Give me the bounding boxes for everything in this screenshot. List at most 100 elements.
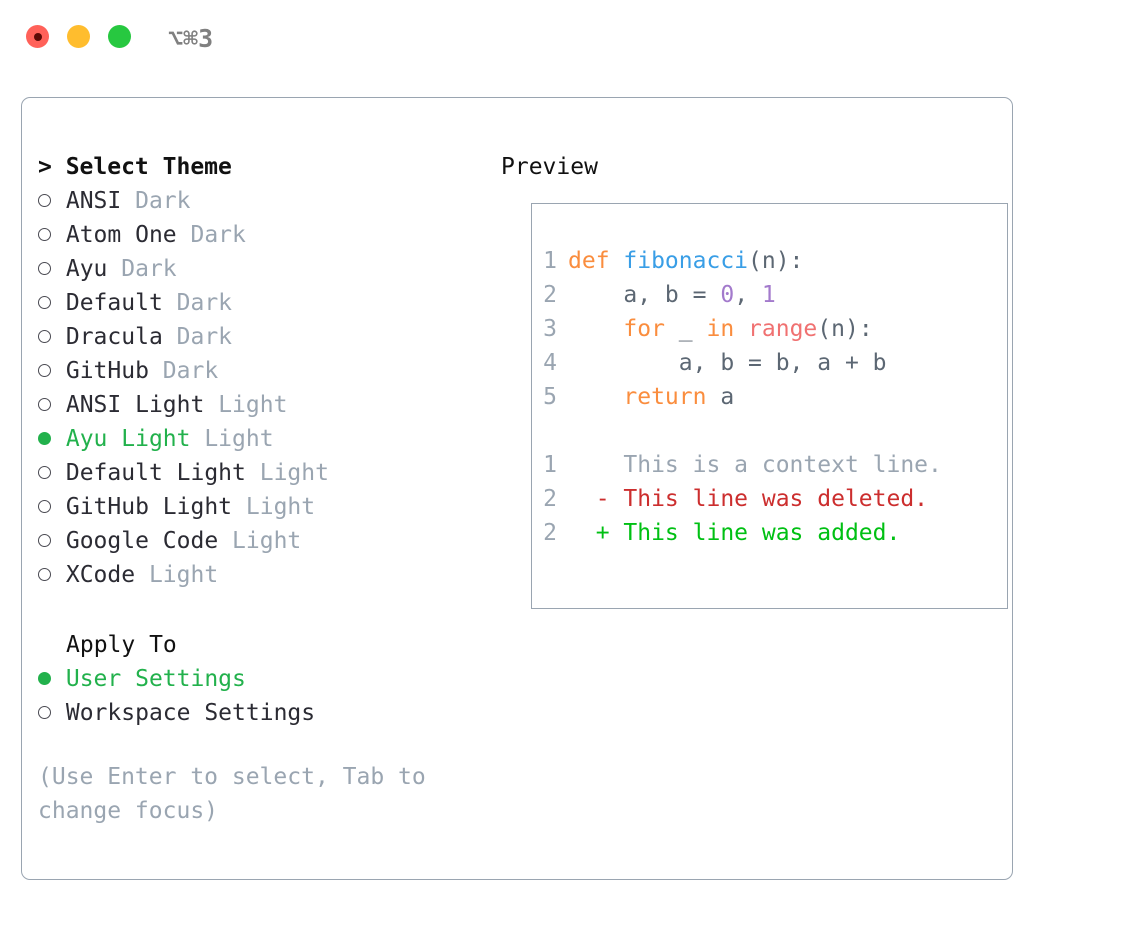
theme-variant-label: Dark — [107, 256, 177, 282]
theme-option-label: Ayu — [65, 256, 108, 282]
radio-unselected-icon — [38, 456, 52, 490]
theme-list: ANSI Dark Atom One Dark Ayu Dark Default… — [38, 184, 468, 592]
code-line-number: 2 — [543, 282, 557, 308]
radio-selected-icon — [38, 422, 52, 456]
theme-option-4[interactable]: Dracula Dark — [38, 320, 468, 354]
theme-option-9[interactable]: GitHub Light Light — [38, 490, 468, 524]
title-bar: ⌥⌘3 — [0, 0, 1140, 78]
diff-line-text: + This line was added. — [568, 520, 901, 546]
radio-unselected-icon — [38, 252, 52, 286]
code-line-number: 3 — [543, 316, 557, 342]
theme-variant-label: Light — [245, 460, 329, 486]
diff-line-number: 1 — [543, 452, 557, 478]
theme-picker-panel: > Select Theme ANSI Dark Atom One Dark A… — [21, 97, 1013, 880]
code-token: 1 — [761, 282, 776, 308]
code-line: 4 a, b = b, a + b — [535, 346, 942, 380]
diff-line-text: This is a context line. — [568, 452, 942, 478]
code-token: for — [623, 316, 665, 342]
apply-to-option-label: Workspace Settings — [65, 700, 316, 726]
apply-to-option-0[interactable]: User Settings — [38, 662, 468, 696]
code-token: in — [706, 316, 735, 342]
radio-unselected-icon — [38, 354, 52, 388]
minimize-button-icon[interactable] — [67, 25, 90, 48]
theme-option-label: Default Light — [65, 460, 246, 486]
theme-option-11[interactable]: XCode Light — [38, 558, 468, 592]
code-token: (n): — [748, 248, 804, 274]
theme-option-3[interactable]: Default Dark — [38, 286, 468, 320]
theme-option-8[interactable]: Default Light Light — [38, 456, 468, 490]
theme-option-7[interactable]: Ayu Light Light — [38, 422, 468, 456]
code-token: range — [748, 316, 818, 342]
radio-unselected-icon — [38, 388, 52, 422]
code-token — [568, 384, 623, 410]
theme-option-5[interactable]: GitHub Dark — [38, 354, 468, 388]
code-line: 5 return a — [535, 380, 942, 414]
radio-unselected-icon — [38, 286, 52, 320]
theme-option-0[interactable]: ANSI Dark — [38, 184, 468, 218]
theme-variant-label: Dark — [162, 290, 233, 316]
radio-unselected-icon — [38, 558, 52, 592]
code-token: fibonacci — [623, 248, 749, 274]
code-line: 2 a, b = 0, 1 — [535, 278, 942, 312]
radio-unselected-icon — [38, 524, 52, 558]
theme-variant-label: Dark — [121, 188, 191, 214]
theme-option-label: Google Code — [65, 528, 219, 554]
code-token: def — [568, 248, 624, 274]
theme-option-label: Dracula — [65, 324, 163, 350]
theme-option-label: GitHub — [65, 358, 149, 384]
apply-to-list: User Settings Workspace Settings — [38, 662, 468, 730]
apply-to-heading: Apply To — [66, 632, 177, 658]
radio-unselected-icon — [38, 490, 52, 524]
theme-option-10[interactable]: Google Code Light — [38, 524, 468, 558]
diff-line: 2 - This line was deleted. — [535, 482, 942, 516]
code-line-number: 4 — [543, 350, 557, 376]
theme-option-label: ANSI — [65, 188, 122, 214]
radio-unselected-icon — [38, 696, 52, 730]
theme-variant-label: Light — [204, 392, 288, 418]
apply-to-option-1[interactable]: Workspace Settings — [38, 696, 468, 730]
code-token — [734, 316, 748, 342]
window-controls — [26, 25, 131, 48]
theme-variant-label: Light — [190, 426, 274, 452]
radio-unselected-icon — [38, 218, 52, 252]
radio-unselected-icon — [38, 320, 52, 354]
code-line: 3 for _ in range(n): — [535, 312, 942, 346]
code-token: 0 — [720, 282, 735, 308]
theme-option-label: XCode — [65, 562, 136, 588]
theme-variant-label: Light — [232, 494, 316, 520]
code-token: (n): — [817, 316, 873, 342]
diff-line: 2 + This line was added. — [535, 516, 942, 550]
close-button-icon[interactable] — [26, 25, 49, 48]
theme-variant-label: Dark — [162, 324, 233, 350]
theme-variant-label: Light — [135, 562, 219, 588]
keyboard-hint-text: (Use Enter to select, Tab to change focu… — [38, 764, 440, 824]
theme-option-label: GitHub Light — [65, 494, 233, 520]
apply-to-option-label: User Settings — [65, 666, 246, 692]
code-token: _ — [664, 316, 707, 342]
theme-variant-label: Dark — [176, 222, 246, 248]
radio-unselected-icon — [38, 184, 52, 218]
diff-line: 1 This is a context line. — [535, 448, 942, 482]
theme-variant-label: Dark — [148, 358, 219, 384]
theme-option-label: ANSI Light — [65, 392, 205, 418]
zoom-button-icon[interactable] — [108, 25, 131, 48]
theme-option-6[interactable]: ANSI Light Light — [38, 388, 468, 422]
theme-option-2[interactable]: Ayu Dark — [38, 252, 468, 286]
code-blank-line — [535, 414, 942, 448]
code-line-number: 1 — [543, 248, 557, 274]
section-spacer — [38, 592, 468, 628]
theme-list-column: > Select Theme ANSI Dark Atom One Dark A… — [38, 150, 468, 828]
code-token: return — [623, 384, 707, 410]
theme-option-label: Default — [65, 290, 163, 316]
diff-line-number: 2 — [543, 486, 557, 512]
code-line: 1 def fibonacci(n): — [535, 244, 942, 278]
select-theme-heading: > Select Theme — [38, 154, 232, 180]
preview-heading: Preview — [501, 154, 598, 180]
keyboard-shortcut-label: ⌥⌘3 — [168, 24, 214, 53]
diff-line-text: - This line was deleted. — [568, 486, 929, 512]
theme-option-1[interactable]: Atom One Dark — [38, 218, 468, 252]
radio-selected-icon — [38, 662, 52, 696]
code-line-number: 5 — [543, 384, 557, 410]
